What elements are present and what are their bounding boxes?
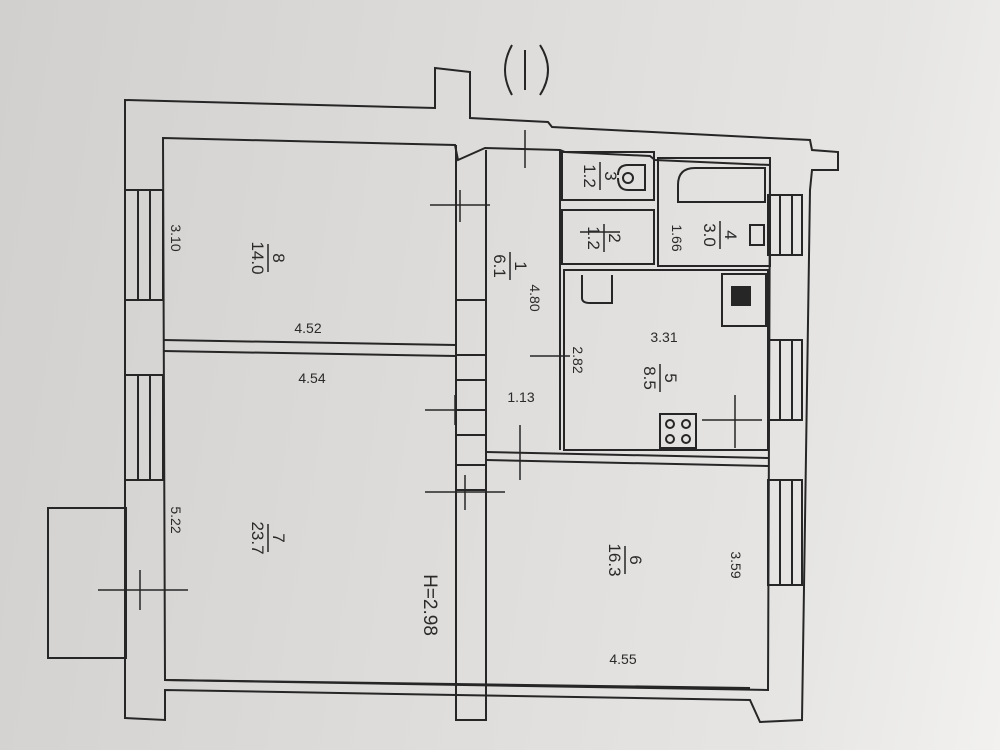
room-5-number: 5 — [661, 373, 680, 382]
dim-4-55: 4.55 — [609, 651, 636, 667]
dim-3-10: 3.10 — [168, 224, 184, 251]
window-right-3 — [767, 479, 803, 586]
wall-room-6 — [485, 451, 769, 459]
ventilation-block — [721, 273, 767, 327]
dim-1-66: 1.66 — [669, 224, 685, 251]
dim-4-54: 4.54 — [298, 370, 325, 386]
toilet-icon — [617, 164, 646, 191]
window-left-1 — [124, 189, 164, 301]
room-5-label: 5 8.5 — [640, 364, 680, 392]
bath-room-4 — [657, 157, 771, 267]
room-6-area: 16.3 — [605, 543, 624, 576]
room-1-number: 1 — [511, 261, 530, 270]
sink-icon-2 — [749, 224, 765, 246]
room-4-label: 4 3.0 — [700, 221, 740, 249]
ventilation-icon — [731, 286, 751, 306]
dim-5-22: 5.22 — [168, 506, 184, 533]
room-1-area: 6.1 — [490, 254, 509, 278]
entry-arc-icon — [504, 44, 513, 96]
room-8-area: 14.0 — [248, 241, 267, 274]
room-2 — [561, 209, 655, 265]
balcony — [47, 507, 127, 659]
room-8-label: 8 14.0 — [248, 241, 288, 274]
toilet-room-3 — [561, 151, 655, 201]
room-6-label: 6 16.3 — [605, 543, 645, 576]
room-5-area: 8.5 — [640, 366, 659, 390]
dim-3-31: 3.31 — [650, 329, 677, 345]
window-right-1 — [767, 194, 803, 256]
room-7-label: 7 23.7 — [248, 521, 288, 554]
dim-4-80: 4.80 — [527, 284, 543, 311]
door-marks — [98, 130, 762, 610]
room-7-area: 23.7 — [248, 521, 267, 554]
window-left-2 — [124, 374, 164, 481]
dim-1-13: 1.13 — [507, 389, 534, 405]
room-3-number: 3 — [601, 171, 620, 180]
inner-outline — [161, 136, 772, 692]
room-3-area: 1.2 — [580, 164, 599, 188]
room-3-label: 3 1.2 — [580, 162, 620, 190]
corridor-blocks — [456, 299, 486, 491]
sink-icon — [581, 275, 613, 304]
bottom-wall-inner — [164, 679, 751, 689]
dim-3-59: 3.59 — [728, 551, 744, 578]
outer-wall — [124, 66, 839, 724]
wall-room-6b — [485, 459, 769, 467]
dim-2-82: 2.82 — [570, 346, 586, 373]
room-8-number: 8 — [269, 253, 288, 262]
window-right-2 — [767, 339, 803, 421]
room-2-number: 2 — [605, 233, 624, 242]
entry-arc-icon-2 — [539, 44, 549, 96]
room-4-number: 4 — [721, 230, 740, 239]
bathtub-icon — [677, 167, 766, 203]
stove-icon — [659, 413, 697, 449]
room-1-label: 1 6.1 — [490, 252, 530, 280]
ceiling-height-label: H=2.98 — [419, 574, 440, 636]
room-2-label: 2 1.2 — [584, 224, 624, 252]
room-4-area: 3.0 — [700, 223, 719, 247]
wall-8-7b — [162, 350, 457, 357]
room-2-area: 1.2 — [584, 226, 603, 250]
room-6-number: 6 — [626, 555, 645, 564]
corridor-wall-left — [455, 145, 487, 721]
dim-4-52: 4.52 — [294, 320, 321, 336]
room-7-number: 7 — [269, 533, 288, 542]
wall-8-7 — [162, 339, 457, 346]
